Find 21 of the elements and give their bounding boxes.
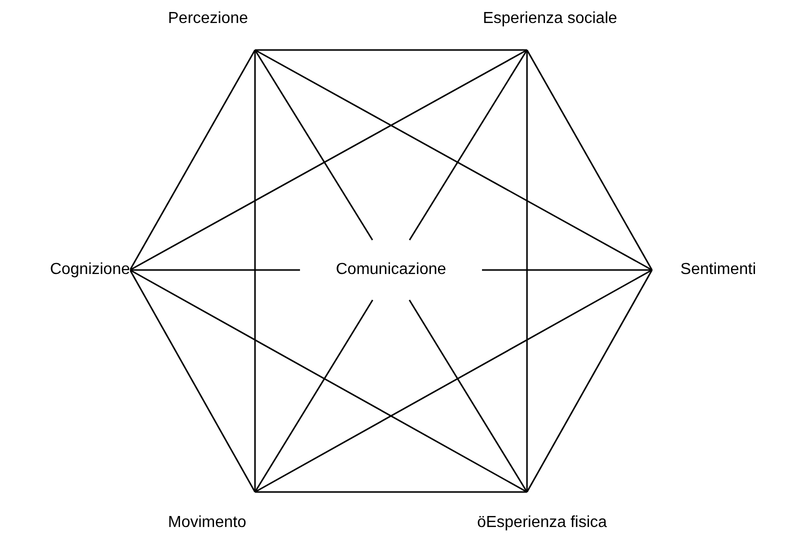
connector-line [130, 49, 528, 271]
connector-line [130, 269, 300, 271]
node-label: Esperienza sociale [482, 10, 618, 28]
connector-line [255, 491, 527, 493]
connector-line [254, 269, 652, 493]
connector-line [130, 269, 528, 493]
connector-line [526, 50, 653, 270]
connector-line [526, 50, 528, 492]
connector-line [254, 50, 374, 240]
connector-line [408, 300, 528, 492]
connector-line [526, 270, 653, 492]
connector-line [255, 49, 527, 51]
connector-line [482, 269, 652, 271]
connector-line [254, 50, 256, 492]
node-label: Cognizione [50, 261, 130, 279]
connector-line [408, 50, 528, 240]
connector-line [254, 49, 652, 271]
node-label: öEsperienza fisica [477, 514, 607, 532]
connector-line [254, 300, 374, 492]
connector-line [129, 270, 256, 492]
connector-line [129, 50, 256, 270]
